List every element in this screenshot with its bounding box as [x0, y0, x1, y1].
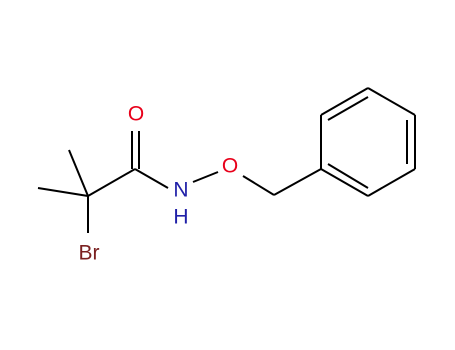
ring-bond-3 [367, 87, 416, 116]
atom-label-amide-hydrogen: H [173, 206, 188, 229]
ring-bond-6 [320, 168, 369, 197]
bond-methyl-left [37, 187, 89, 197]
bond-o-ch2 [242, 175, 275, 196]
atom-labels: O N H O Br [79, 103, 239, 265]
bond-c-c-carbonyl [87, 168, 136, 197]
bond-c-n [134, 168, 169, 189]
bonds [37, 131, 322, 233]
atom-label-carbonyl-oxygen: O [128, 103, 144, 126]
ring-bond-2 [320, 87, 369, 116]
ring-inner-bond-a [327, 96, 369, 121]
atom-label-bromine: Br [79, 242, 100, 265]
bond-ch2-ring [273, 168, 322, 196]
ring-inner-bond-c [327, 163, 369, 189]
atom-label-ether-oxygen: O [222, 155, 238, 178]
ring-bond-5 [367, 168, 416, 197]
bond-methyl-top [68, 149, 89, 197]
atom-label-amide-nitrogen: N [173, 179, 188, 202]
bond-n-o [192, 171, 219, 183]
benzene-ring [320, 87, 416, 197]
